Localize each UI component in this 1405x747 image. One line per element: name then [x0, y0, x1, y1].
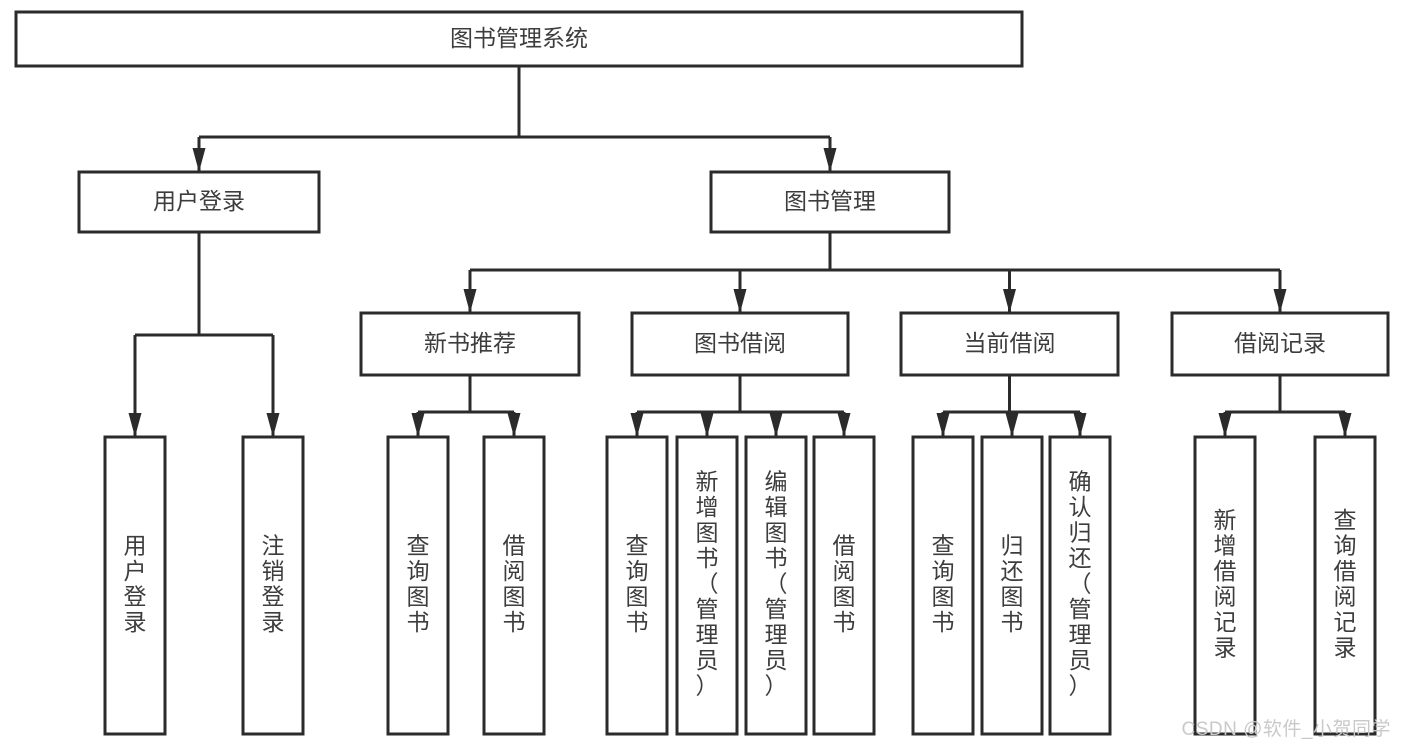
node-box-new-book-rec — [359, 311, 581, 377]
node-box-leaf-edit-book — [744, 435, 808, 736]
node-borrow-record[interactable]: 借阅记录 — [1170, 311, 1390, 377]
node-label-user-login: 用户登录 — [153, 188, 245, 214]
node-label-leaf-add-book: 新增图书（管理员） — [696, 469, 719, 699]
node-leaf-borrow-book[interactable]: 借阅图书 — [812, 435, 876, 736]
node-box-leaf-query-record — [1313, 435, 1377, 736]
node-box-leaf-query-book-borrow — [605, 435, 669, 736]
node-label-current-borrow: 当前借阅 — [964, 330, 1056, 356]
node-box-root — [14, 10, 1024, 68]
node-label-leaf-query-record: 查询借阅记录 — [1334, 507, 1357, 661]
node-leaf-user-login[interactable]: 用户登录 — [103, 435, 167, 736]
node-box-leaf-confirm-return — [1048, 435, 1112, 736]
node-leaf-confirm-return[interactable]: 确认归还（管理员） — [1048, 435, 1112, 736]
node-box-current-borrow — [899, 311, 1120, 377]
arrow-head-icon — [823, 148, 837, 172]
node-label-leaf-query-book-borrow: 查询图书 — [626, 532, 649, 635]
node-leaf-add-book[interactable]: 新增图书（管理员） — [675, 435, 739, 736]
node-current-borrow[interactable]: 当前借阅 — [899, 311, 1120, 377]
arrow-head-icon — [1273, 289, 1287, 313]
node-leaf-logout[interactable]: 注销登录 — [241, 435, 305, 736]
arrow-head-icon — [1218, 413, 1232, 437]
node-box-leaf-logout — [241, 435, 305, 736]
node-label-leaf-edit-book: 编辑图书（管理员） — [765, 469, 788, 699]
arrow-head-icon — [128, 413, 142, 437]
node-box-borrow-record — [1170, 311, 1390, 377]
arrow-head-icon — [936, 413, 950, 437]
node-label-leaf-add-record: 新增借阅记录 — [1214, 507, 1237, 661]
csdn-watermark: CSDN @软件_小贺同学 — [1181, 719, 1391, 740]
node-box-book-borrow — [630, 311, 850, 377]
node-leaf-query-book-cur[interactable]: 查询图书 — [911, 435, 975, 736]
node-leaf-query-book-rec[interactable]: 查询图书 — [386, 435, 450, 736]
arrow-head-icon — [266, 413, 280, 437]
arrow-head-icon — [700, 413, 714, 437]
node-label-book-borrow: 图书借阅 — [694, 330, 786, 356]
arrow-head-icon — [1005, 413, 1019, 437]
node-leaf-add-record[interactable]: 新增借阅记录 — [1193, 435, 1257, 736]
edges-layer — [128, 66, 1352, 437]
arrow-head-icon — [1003, 289, 1016, 313]
node-label-root: 图书管理系统 — [450, 25, 588, 51]
arrow-head-icon — [463, 289, 477, 313]
node-leaf-query-record[interactable]: 查询借阅记录 — [1313, 435, 1377, 736]
node-leaf-return-book[interactable]: 归还图书 — [980, 435, 1044, 736]
node-user-login[interactable]: 用户登录 — [77, 170, 321, 234]
arrow-head-icon — [769, 413, 783, 437]
node-book-borrow[interactable]: 图书借阅 — [630, 311, 850, 377]
node-label-borrow-record: 借阅记录 — [1234, 330, 1326, 356]
node-box-book-manage — [709, 170, 951, 234]
node-new-book-rec[interactable]: 新书推荐 — [359, 311, 581, 377]
node-leaf-borrow-book-rec[interactable]: 借阅图书 — [482, 435, 546, 736]
node-box-user-login — [77, 170, 321, 234]
node-label-book-manage: 图书管理 — [784, 188, 876, 214]
node-box-leaf-add-book — [675, 435, 739, 736]
arrow-head-icon — [507, 413, 521, 437]
arrow-head-icon — [192, 148, 206, 172]
node-box-leaf-add-record — [1193, 435, 1257, 736]
arrow-head-icon — [411, 413, 425, 437]
node-label-leaf-logout: 注销登录 — [262, 532, 285, 635]
nodes-layer: 图书管理系统用户登录图书管理新书推荐图书借阅当前借阅借阅记录用户登录注销登录查询… — [14, 10, 1390, 736]
node-label-leaf-query-book-rec: 查询图书 — [407, 532, 430, 635]
arrow-head-icon — [630, 413, 644, 437]
node-root[interactable]: 图书管理系统 — [14, 10, 1024, 68]
node-label-new-book-rec: 新书推荐 — [424, 330, 516, 356]
arrow-head-icon — [1073, 413, 1087, 437]
node-label-leaf-borrow-book-rec: 借阅图书 — [503, 532, 526, 635]
node-label-leaf-borrow-book: 借阅图书 — [833, 532, 856, 635]
node-box-leaf-borrow-book — [812, 435, 876, 736]
node-label-leaf-user-login: 用户登录 — [124, 532, 147, 635]
arrow-head-icon — [1338, 413, 1352, 437]
node-label-leaf-query-book-cur: 查询图书 — [932, 532, 955, 635]
node-box-leaf-query-book-rec — [386, 435, 450, 736]
node-label-leaf-confirm-return: 确认归还（管理员） — [1069, 469, 1092, 699]
arrow-head-icon — [733, 289, 747, 313]
arrow-head-icon — [837, 413, 851, 437]
node-box-leaf-return-book — [980, 435, 1044, 736]
node-leaf-query-book-borrow[interactable]: 查询图书 — [605, 435, 669, 736]
node-book-manage[interactable]: 图书管理 — [709, 170, 951, 234]
node-box-leaf-borrow-book-rec — [482, 435, 546, 736]
node-leaf-edit-book[interactable]: 编辑图书（管理员） — [744, 435, 808, 736]
node-box-leaf-user-login — [103, 435, 167, 736]
node-box-leaf-query-book-cur — [911, 435, 975, 736]
node-label-leaf-return-book: 归还图书 — [1001, 532, 1024, 635]
